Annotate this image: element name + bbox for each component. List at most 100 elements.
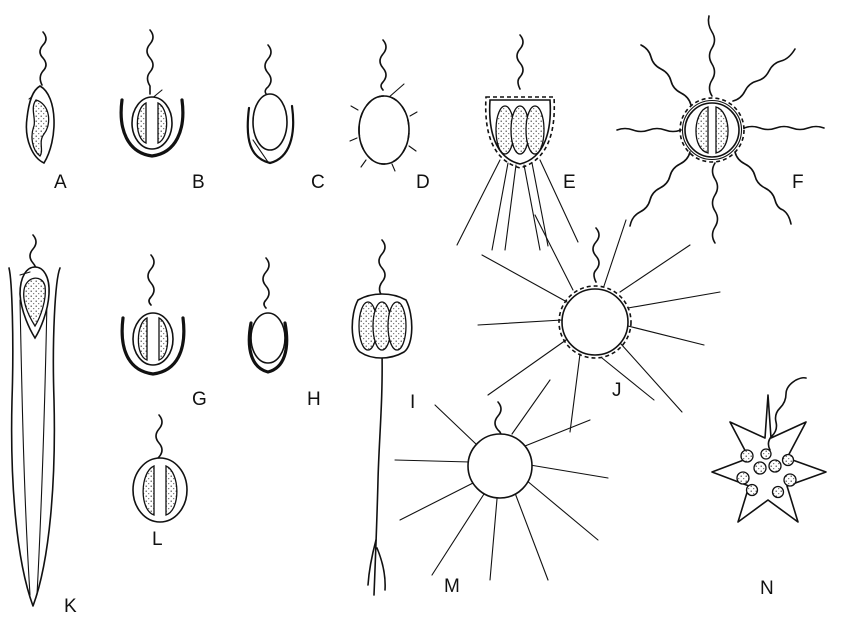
flagellum <box>767 376 807 451</box>
spine <box>603 219 627 287</box>
organism-d <box>349 39 418 172</box>
panel-label-g: G <box>192 389 207 410</box>
appendage <box>456 159 501 246</box>
cell-body <box>132 457 188 523</box>
appendage <box>539 159 579 243</box>
cell-body <box>250 312 286 364</box>
panel-label-d: D <box>416 172 430 193</box>
organism-n <box>711 376 827 523</box>
organism-m <box>394 379 609 581</box>
spine <box>431 493 485 576</box>
spine <box>620 343 683 413</box>
organism-h <box>247 257 289 374</box>
spine <box>511 379 551 435</box>
appendage <box>531 162 549 247</box>
inner-wall <box>681 99 743 161</box>
cell-body <box>684 102 740 158</box>
panel-label-l: L <box>152 529 163 550</box>
lorica <box>120 316 186 376</box>
wavy-spine <box>732 48 796 102</box>
flagellum <box>264 44 272 96</box>
spine <box>529 464 609 479</box>
stalk-branch <box>367 539 377 586</box>
spine <box>477 319 563 326</box>
plastid <box>740 449 754 463</box>
lorica-outer <box>8 267 61 607</box>
spine <box>569 353 581 433</box>
flagellum <box>39 31 47 86</box>
organism-j <box>477 214 721 433</box>
lorica-inner-right <box>36 299 48 596</box>
scale-coat <box>358 95 410 165</box>
stalk <box>373 351 383 596</box>
panel-label-h: H <box>307 389 321 410</box>
organism-g <box>120 254 186 376</box>
chloroplast-left <box>137 316 148 361</box>
spine <box>391 163 396 172</box>
wavy-spine <box>640 44 692 106</box>
chloroplast-right <box>157 101 168 144</box>
wavy-spine <box>711 162 719 244</box>
spine <box>524 419 591 447</box>
appendage <box>523 164 541 251</box>
spine <box>627 325 705 346</box>
panel-label-f: F <box>792 172 804 193</box>
panel-label-i: I <box>410 392 415 413</box>
scale-coat <box>558 285 632 359</box>
organism-l <box>132 414 188 523</box>
organism-c <box>246 44 295 165</box>
spine <box>481 254 568 303</box>
panel-label-e: E <box>563 172 576 193</box>
plastid <box>783 473 797 487</box>
organism-a <box>25 31 55 165</box>
flagellum <box>379 39 387 91</box>
plastid <box>745 483 759 497</box>
scale-coat <box>679 97 745 163</box>
wavy-spine <box>734 151 792 225</box>
appendage <box>504 164 517 251</box>
chloroplast-left <box>695 106 709 154</box>
cell-body <box>358 95 410 165</box>
spine <box>399 481 476 521</box>
panel-label-c: C <box>311 172 325 193</box>
plastid <box>771 485 785 499</box>
spine <box>360 159 367 168</box>
spine <box>534 214 574 291</box>
cell-body <box>252 93 288 151</box>
chloroplast <box>31 99 50 157</box>
flagellum <box>592 227 600 283</box>
spine <box>525 479 599 541</box>
lorica-seam <box>252 139 269 163</box>
flagellum <box>146 29 154 95</box>
spine <box>601 357 655 401</box>
lorica-inner-left <box>19 299 31 596</box>
wavy-spine <box>707 15 716 97</box>
cell-body <box>467 433 533 499</box>
organism-f <box>616 15 825 244</box>
panel-label-b: B <box>192 172 205 193</box>
lorica <box>119 98 185 158</box>
chloroplast-right <box>158 316 169 361</box>
organism-k <box>8 234 61 607</box>
spine <box>409 111 418 117</box>
chloroplast-right <box>715 106 729 154</box>
flagellum <box>262 257 270 309</box>
cell-body <box>561 288 629 356</box>
lorica <box>246 104 295 165</box>
haptonema <box>19 271 31 276</box>
wavy-spine <box>629 151 691 227</box>
chloroplast-right <box>165 465 178 516</box>
wavy-spine <box>743 125 825 131</box>
plastid <box>768 459 782 473</box>
chloroplast-left <box>142 465 155 516</box>
spine <box>514 492 549 581</box>
spine <box>434 404 478 446</box>
appendage <box>491 162 509 251</box>
plastid <box>781 453 795 467</box>
plastid <box>736 471 750 485</box>
panel-label-k: K <box>64 596 77 617</box>
panel-label-n: N <box>760 578 774 599</box>
spine <box>408 145 417 152</box>
